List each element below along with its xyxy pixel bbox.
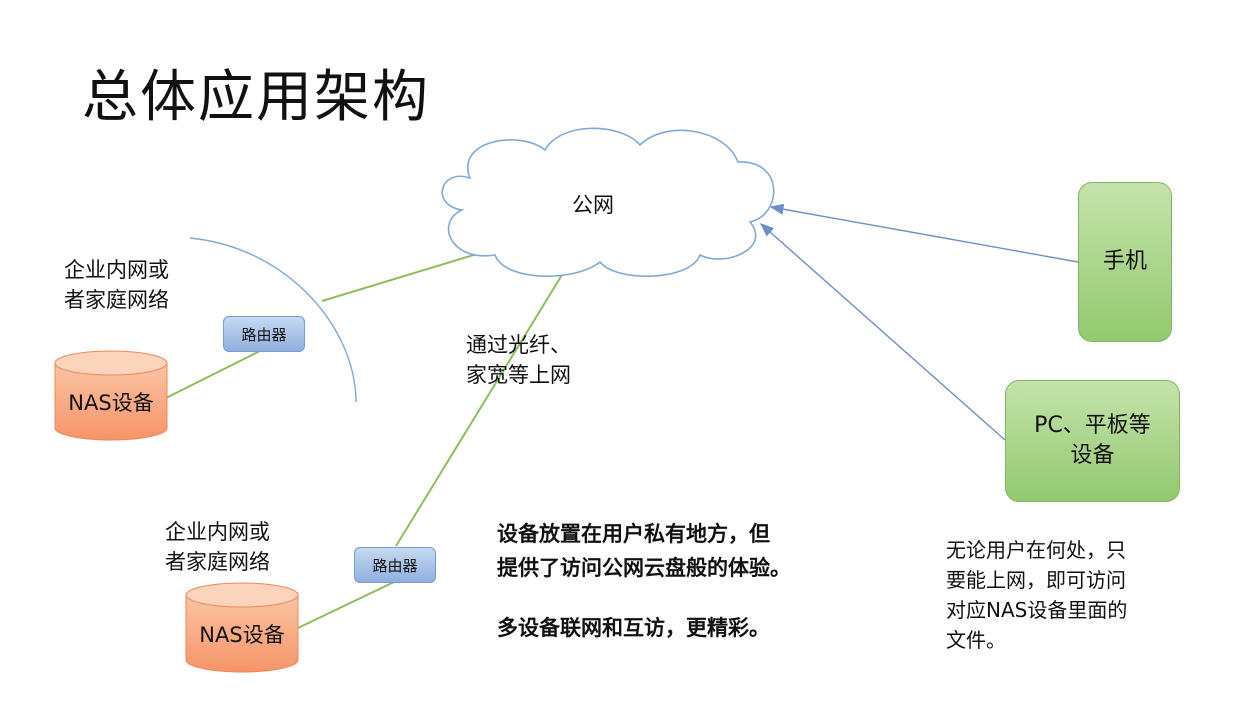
nas-cylinder-top [54,350,168,441]
fiber-note: 通过光纤、 家宽等上网 [466,330,571,390]
router-bottom-label: 路由器 [372,556,418,575]
access-note-line2: 要能上网，即可访问 [946,568,1126,592]
public-network-cloud [441,127,775,277]
router-top-label: 路由器 [241,325,287,344]
network-label-bottom: 企业内网或 者家庭网络 [165,517,270,577]
network-boundary-arc [189,237,357,403]
fiber-note-line1: 通过光纤、 [466,333,571,357]
pc-label: PC、平板等 设备 [1034,411,1151,471]
cloud-label: 公网 [572,193,614,217]
link-router-nas-bottom [297,581,395,629]
access-note-line3: 对应NAS设备里面的 [946,598,1128,622]
nas-cylinder-bottom [185,582,299,673]
highlight-line2: 提供了访问公网云盘般的体验。 [497,556,791,580]
fiber-note-line2: 家宽等上网 [466,363,571,387]
phone-device: 手机 [1078,182,1172,342]
access-note-line4: 文件。 [946,628,1006,652]
arrow-phone-to-cloud [769,203,1079,263]
network-label-bottom-line2: 者家庭网络 [165,550,270,574]
network-label-bottom-line1: 企业内网或 [165,520,270,544]
access-note: 无论用户在何处，只 要能上网，即可访问 对应NAS设备里面的 文件。 [946,535,1127,655]
link-router-nas-top [165,349,263,399]
access-note-line1: 无论用户在何处，只 [946,538,1126,562]
network-label-top: 企业内网或 者家庭网络 [64,255,169,315]
pc-tablet-device: PC、平板等 设备 [1005,380,1180,502]
page-title: 总体应用架构 [82,65,430,130]
highlight-line3: 多设备联网和互访，更精彩。 [497,616,770,640]
highlight-text: 设备放置在用户私有地方，但 提供了访问公网云盘般的体验。 多设备联网和互访，更精… [497,517,791,645]
router-bottom: 路由器 [354,547,436,583]
highlight-line1: 设备放置在用户私有地方，但 [497,522,770,546]
network-label-top-line2: 者家庭网络 [64,288,169,312]
arrow-pc-to-cloud [759,223,1006,441]
nas-bottom-label: NAS设备 [199,623,285,647]
link-cloud-router-bottom [395,264,569,547]
pc-label-line1: PC、平板等 [1034,413,1151,438]
phone-label: 手机 [1102,249,1147,274]
router-top: 路由器 [223,316,305,352]
link-cloud-router-top [321,249,491,302]
pc-label-line2: 设备 [1070,443,1115,468]
nas-top-label: NAS设备 [68,391,154,415]
network-label-top-line1: 企业内网或 [64,258,169,282]
